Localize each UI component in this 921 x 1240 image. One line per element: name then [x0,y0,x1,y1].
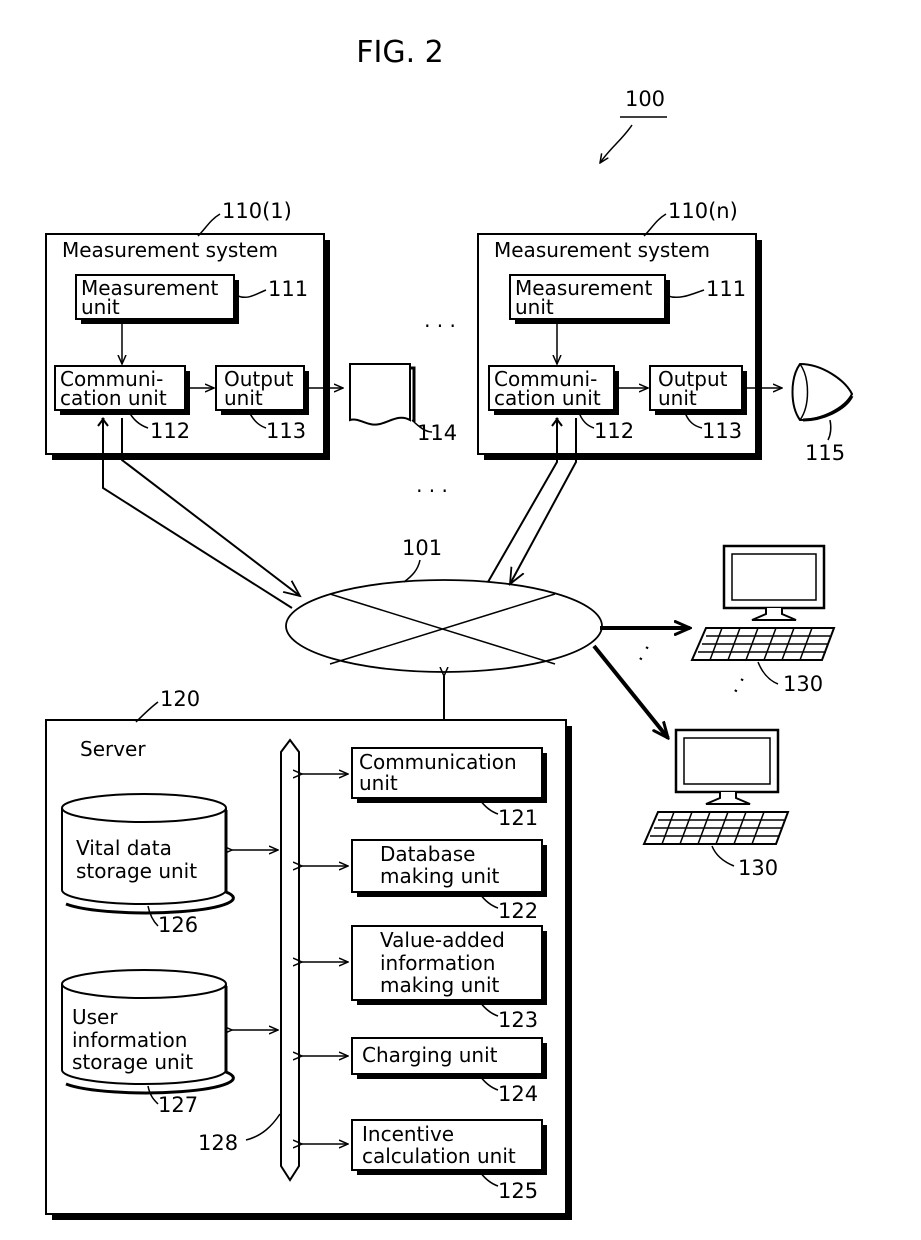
measurement-system-1: Measurement system 110(1) Measurement un… [46,199,343,460]
svg-text:unit: unit [658,386,697,410]
msn-communication-unit: Communi- cation unit [489,366,619,415]
ref-121: 121 [498,806,538,830]
ms1-title: Measurement system [62,238,278,262]
ref-127: 127 [158,1093,198,1117]
figure-title: FIG. 2 [356,35,444,70]
svg-text:unit: unit [224,386,263,410]
ms1-communication-unit: Communi- cation unit [55,366,190,415]
server-120: Server 120 128 Communication unit 121 Da… [46,687,572,1220]
ms1-ref-leader [198,214,220,236]
ref-network: 101 [402,536,442,560]
server-charging-unit: Charging unit [352,1038,547,1079]
msn-ref-111: 111 [706,277,746,301]
svg-text:information: information [380,951,495,975]
ms1-measurement-unit: Measurement unit [76,275,239,324]
svg-text:unit: unit [515,295,554,319]
ref-114: 114 [417,421,457,445]
svg-text:information: information [72,1028,187,1052]
printer-output-icon: 114 [350,364,457,445]
svg-text:unit: unit [81,295,120,319]
server-ref: 120 [160,687,200,711]
server-incentive-calculation-unit: Incentive calculation unit [352,1120,547,1175]
msn-measurement-unit: Measurement unit [510,275,670,324]
ellipsis-terminals-2: · · [724,671,754,700]
ms1-ref-113: 113 [266,419,306,443]
ref-122: 122 [498,899,538,923]
svg-text:Incentive: Incentive [362,1122,454,1146]
arrow-network-to-terminal-2 [594,646,668,738]
server-communication-unit: Communication unit [352,748,547,803]
svg-text:User: User [72,1005,118,1029]
svg-text:Charging unit: Charging unit [362,1043,498,1067]
msn-output-unit: Output unit [650,366,747,415]
ms1-ref-112: 112 [150,419,190,443]
ref-126: 126 [158,913,198,937]
server-value-added-information-unit: Value-added information making unit [352,926,547,1005]
msn-title: Measurement system [494,238,710,262]
ref-network-leader [404,560,420,582]
ms1-ref-111: 111 [268,277,308,301]
computer-terminal-1: 130 [692,546,834,696]
server-title: Server [80,737,146,761]
svg-text:making unit: making unit [380,973,500,997]
ref-123: 123 [498,1008,538,1032]
user-information-storage-cylinder: User information storage unit [62,970,233,1093]
svg-text:Vital data: Vital data [76,836,172,860]
server-database-making-unit: Database making unit [352,840,547,897]
msn-ref-112: 112 [594,419,634,443]
svg-text:cation unit: cation unit [60,386,167,410]
msn-ref: 110(n) [668,199,738,223]
svg-text:Value-added: Value-added [380,928,505,952]
display-output-icon: 115 [793,364,853,465]
svg-text:making unit: making unit [380,864,500,888]
measurement-system-n: Measurement system 110(n) Measurement un… [478,199,782,460]
vital-data-storage-cylinder: Vital data storage unit [62,794,233,913]
ms1-output-unit: Output unit [216,366,309,415]
ref-130-top: 130 [783,672,823,696]
server-bus-128 [281,740,299,1180]
ref-system: 100 [625,87,665,111]
bus-ref: 128 [198,1131,238,1155]
ref-125: 125 [498,1179,538,1203]
network-101: 101 [286,536,602,672]
ellipsis-systems-top: · · · [424,314,456,338]
msn-ref-leader [644,214,666,236]
svg-text:calculation unit: calculation unit [362,1144,516,1168]
ellipsis-terminals-1: · · [629,639,659,668]
ref-130-bottom: 130 [738,856,778,880]
svg-text:storage unit: storage unit [76,859,197,883]
ref-system-leader [600,125,632,163]
svg-text:cation unit: cation unit [494,386,601,410]
ref-124: 124 [498,1082,538,1106]
svg-text:storage unit: storage unit [72,1050,193,1074]
ellipsis-systems-bottom: · · · [416,479,448,503]
svg-text:Database: Database [380,842,475,866]
ms1-ref: 110(1) [222,199,292,223]
ref-115: 115 [805,441,845,465]
computer-terminal-2: 130 [644,730,788,880]
svg-text:unit: unit [359,771,398,795]
msn-ref-113: 113 [702,419,742,443]
